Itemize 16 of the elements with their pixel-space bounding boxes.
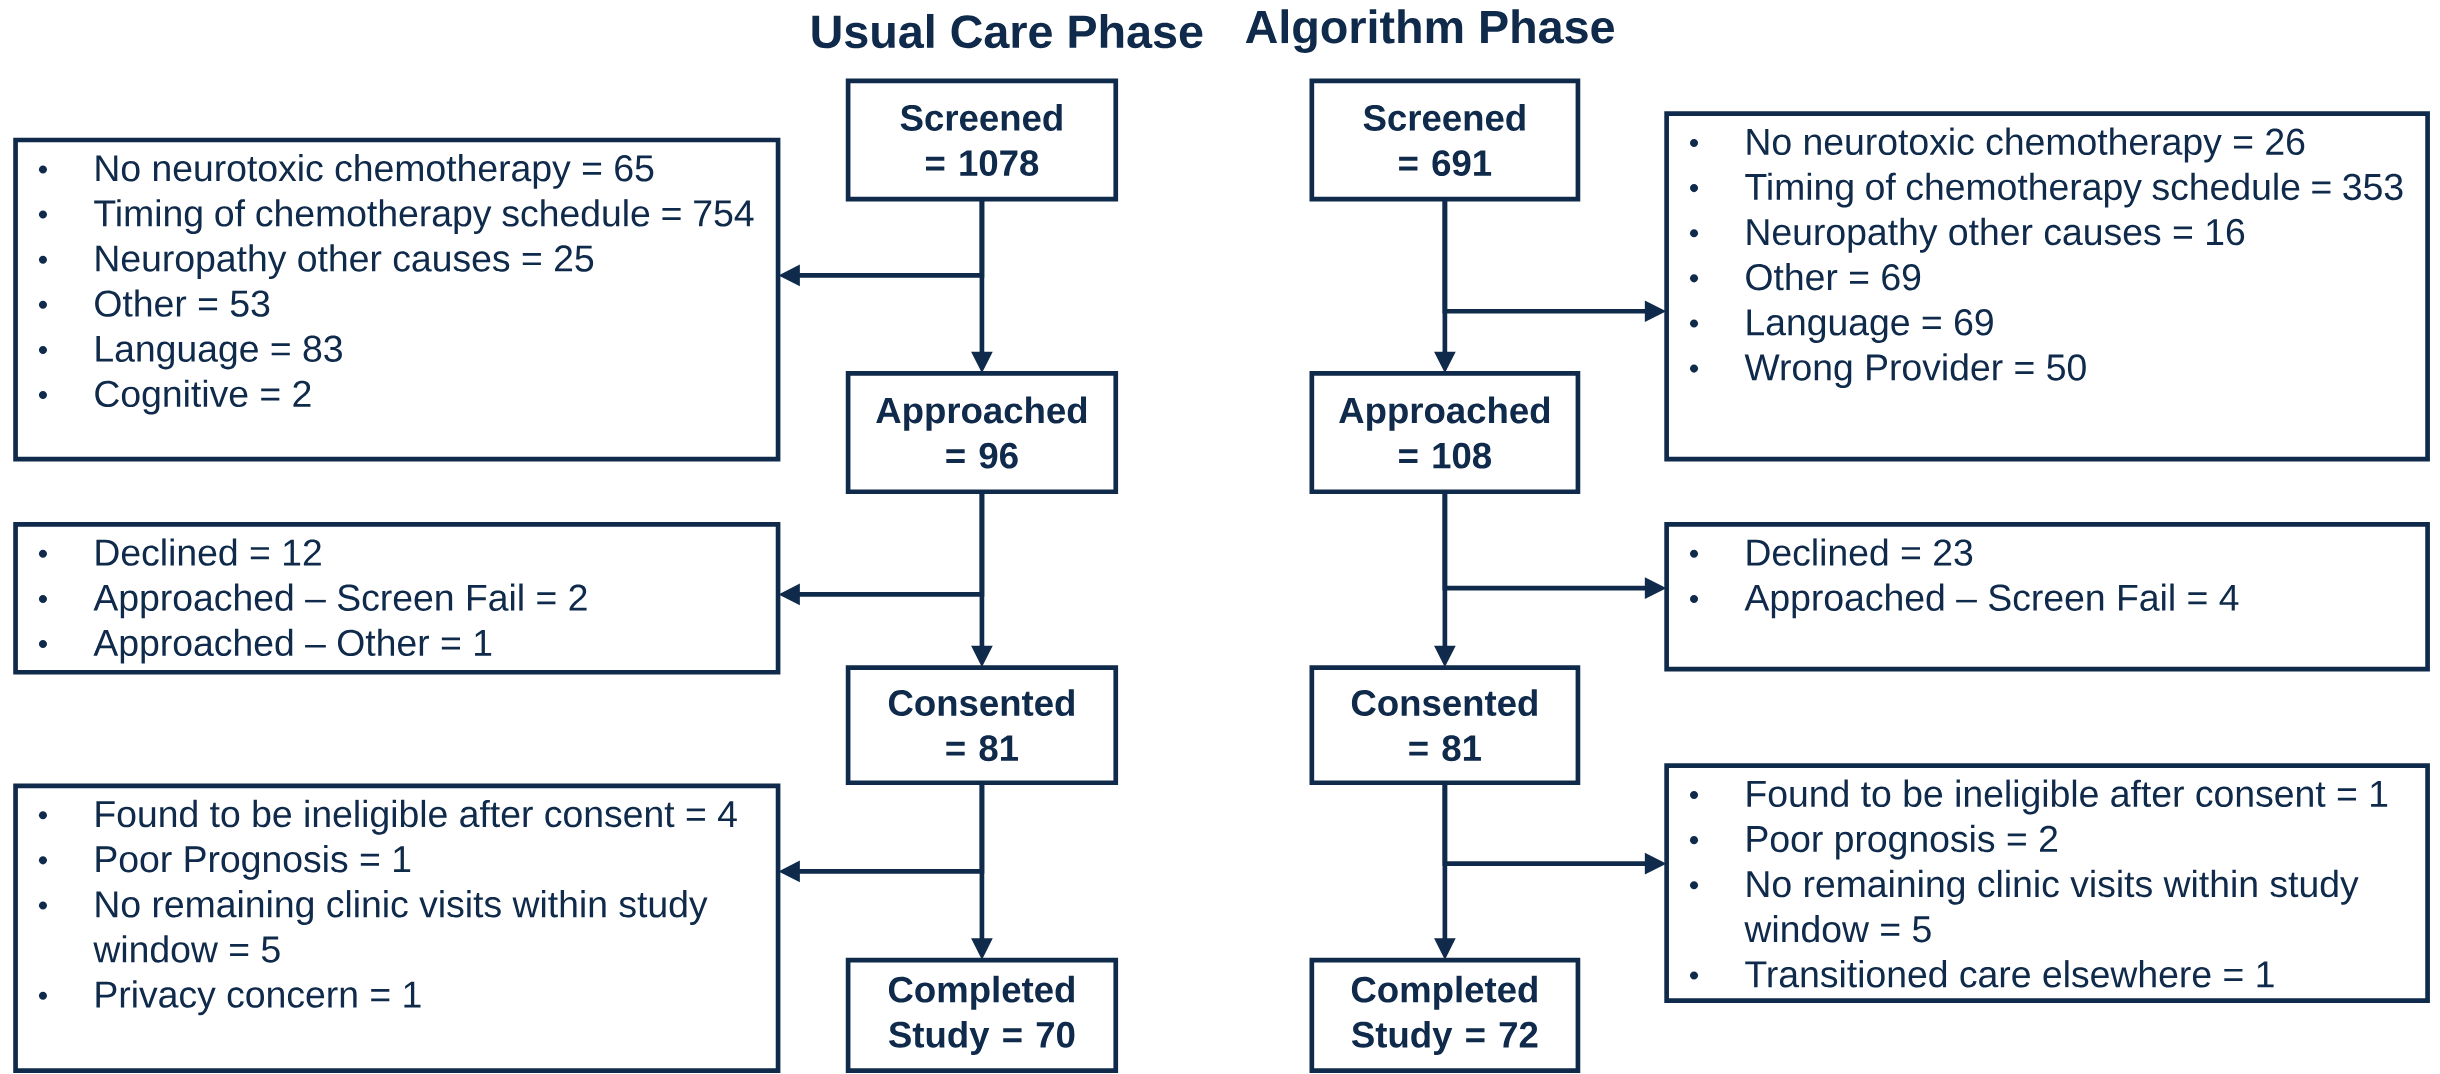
exclusion-box: Declined = 23 Approached – Screen Fail = 4 [1664, 522, 2430, 672]
stage-box: Completed Study = 72 [1309, 957, 1581, 1074]
stage-box: Screened = 691 [1309, 78, 1581, 202]
stage-box: Screened = 1078 [845, 78, 1119, 202]
stage-box: Completed Study = 70 [845, 957, 1119, 1074]
phase-heading: Algorithm Phase [1245, 9, 1614, 54]
stage-box: Consented = 81 [1309, 665, 1581, 786]
exclusion-box: Declined = 12 Approached – Screen Fail = 2 Approached – Other = 1 [13, 522, 781, 675]
exclusion-box: Found to be ineligible after consent = 1 Poor prognosis = 2 No remaining clinic visits within study window = 5 Transitioned care elsewhere = 1 [1664, 763, 2430, 1004]
stage-box: Approached = 108 [1309, 371, 1581, 495]
exclusion-box: No neurotoxic chemotherapy = 65 Timing of chemotherapy schedule = 754 Neuropathy other causes = 25 Other = 53 Language = 83 Cognitive = 2 [13, 137, 781, 462]
phase-heading: Usual Care Phase [812, 14, 1203, 49]
exclusion-box: No neurotoxic chemotherapy = 26 Timing of chemotherapy schedule = 353 Neuropathy other causes = 16 Other = 69 Language = 69 Wrong Provider = 50 [1664, 111, 2430, 462]
stage-box: Approached = 96 [845, 371, 1119, 495]
exclusion-box: Found to be ineligible after consent = 4 Poor Prognosis = 1 No remaining clinic visits within study window = 5 Privacy concern = 1 [13, 783, 781, 1074]
stage-box: Consented = 81 [845, 665, 1119, 786]
